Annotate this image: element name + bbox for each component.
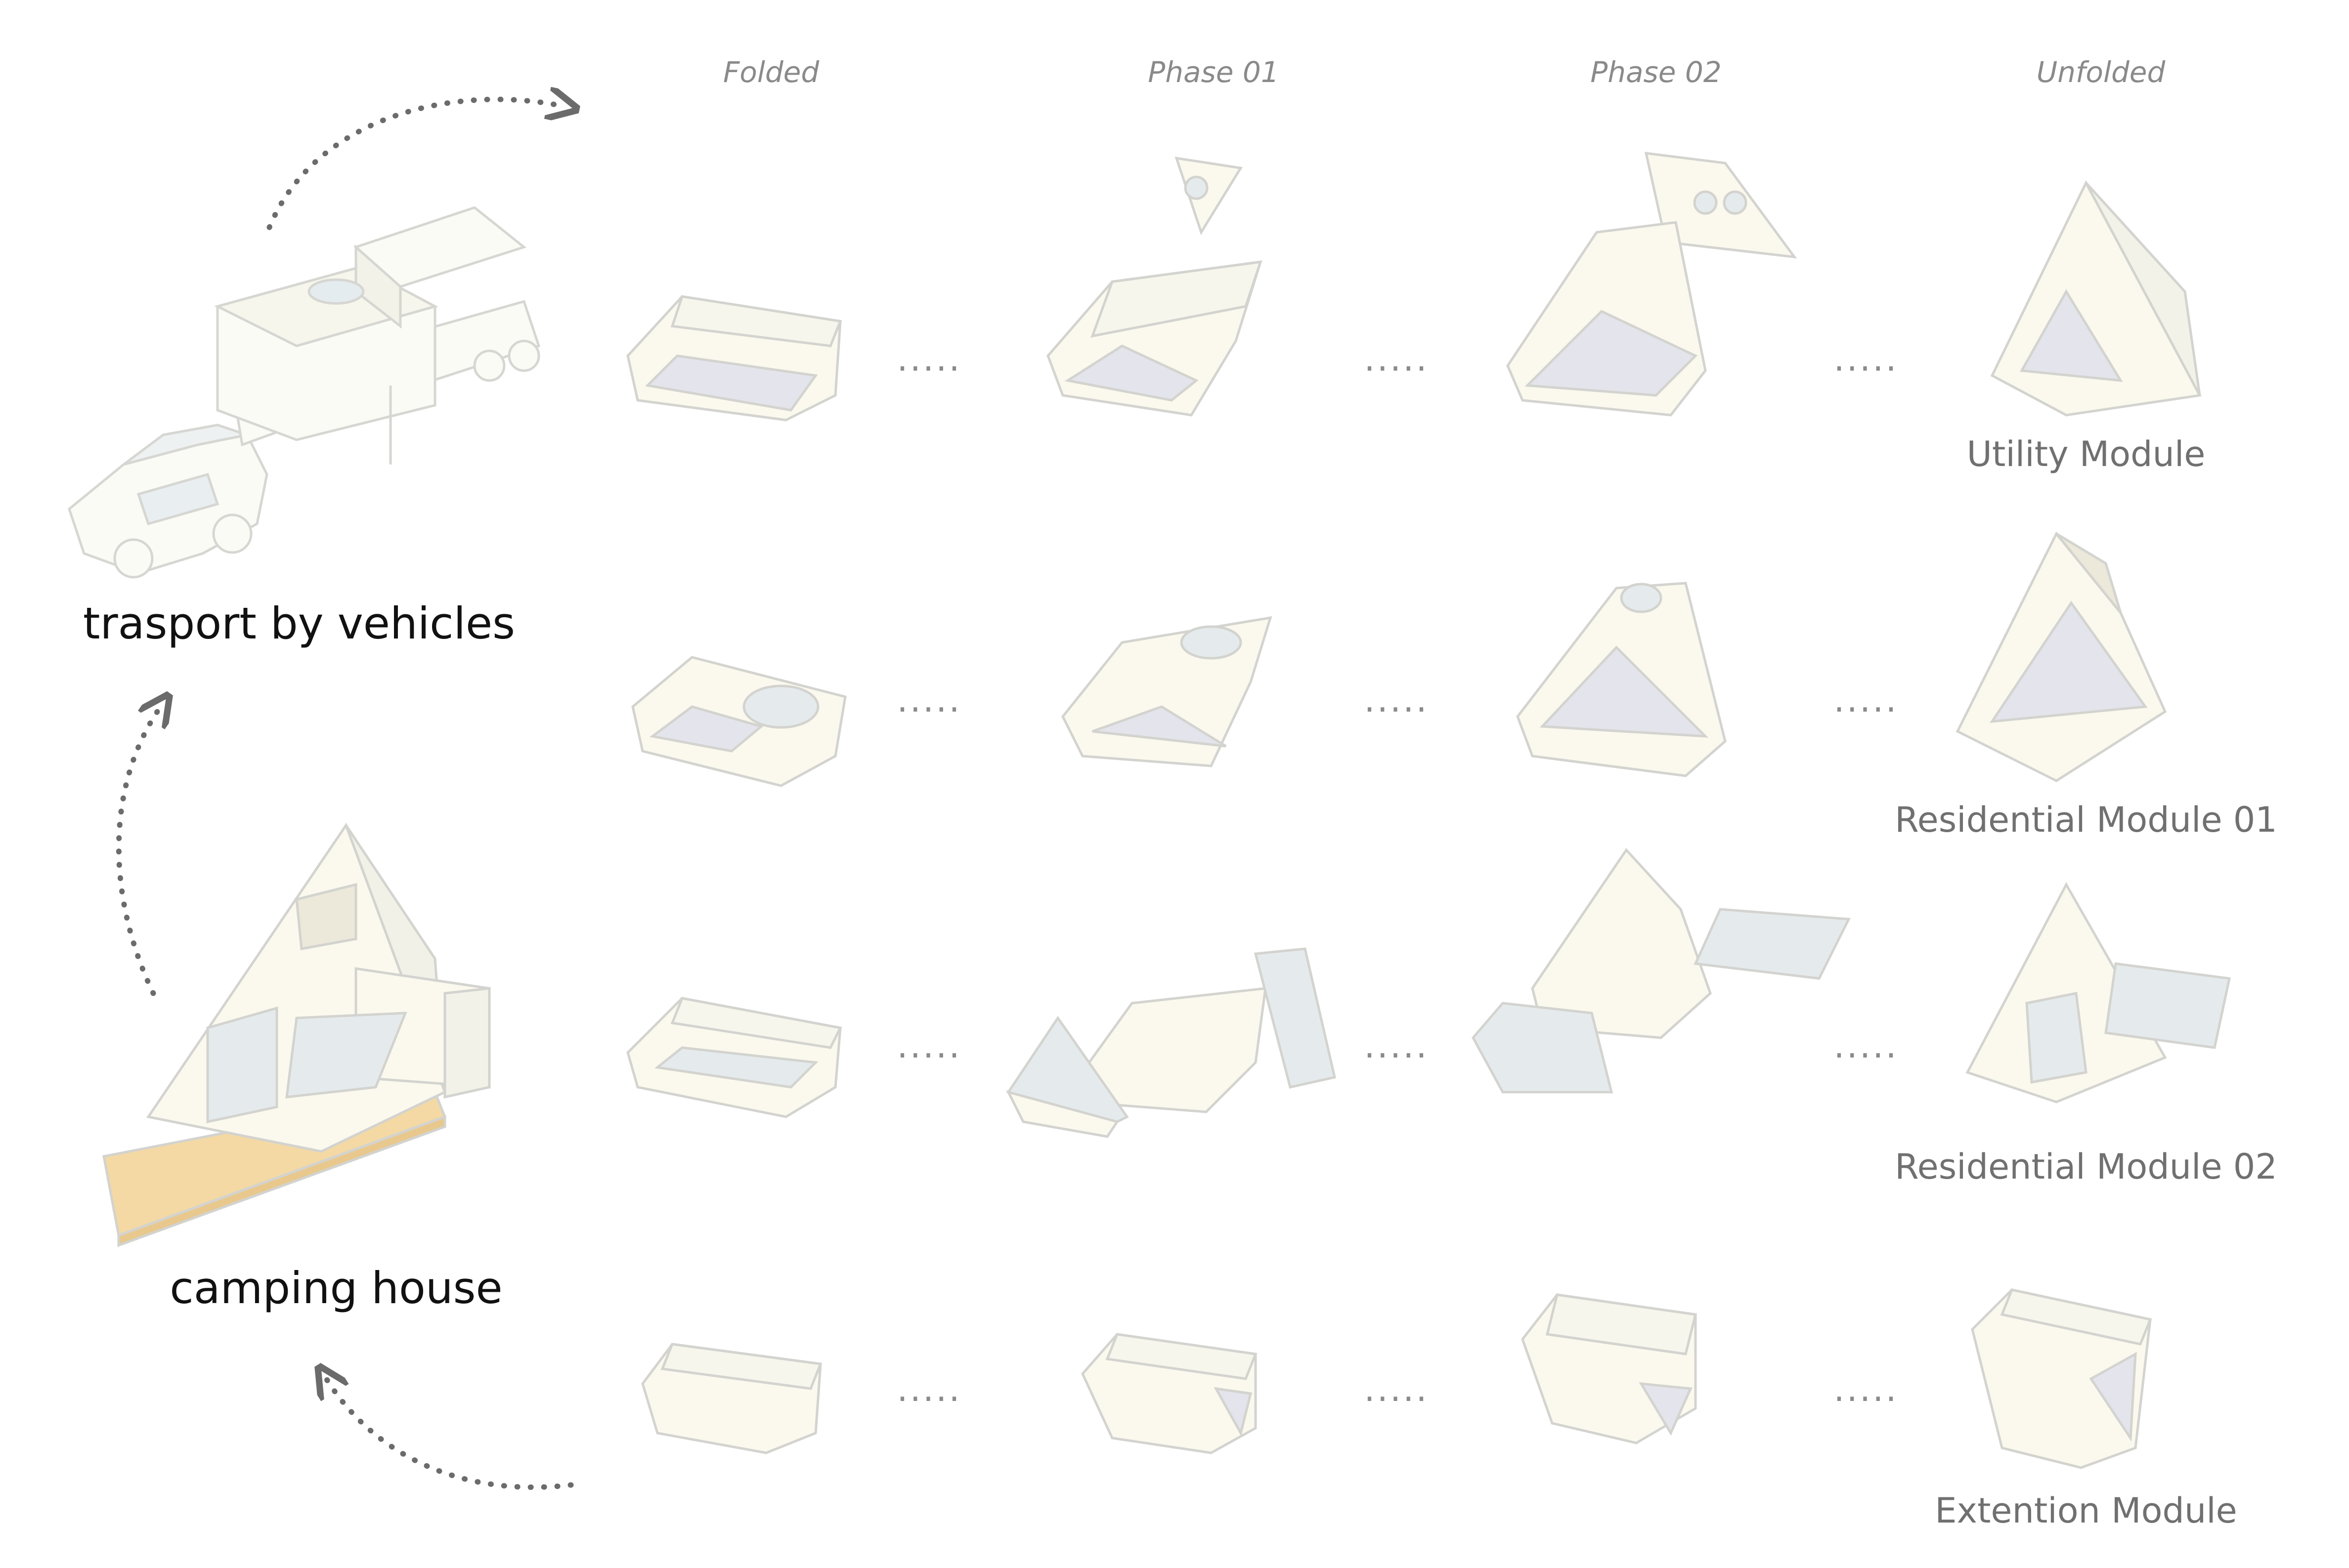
connector-r2-c2: ..... [1364, 679, 1429, 720]
camping-house-label: camping house [170, 1263, 503, 1314]
extension-folded [641, 1343, 823, 1454]
camping-house-illustration [102, 822, 491, 1247]
utility-unfolded [1990, 180, 2202, 417]
connector-r4-c2: ..... [1364, 1369, 1429, 1409]
utility-phase01 [1046, 156, 1262, 417]
utility-folded [626, 295, 842, 422]
extension-phase01 [1081, 1333, 1258, 1454]
arrow-to-camping [326, 1379, 574, 1490]
arrow-to-transport [116, 707, 161, 996]
connector-r1-c3: ..... [1833, 339, 1899, 379]
module-drawings [626, 152, 2231, 1469]
module-label-residential-01: Residential Module 01 [1895, 800, 2277, 840]
residential02-phase02 [1471, 848, 1851, 1094]
module-label-utility: Utility Module [1966, 434, 2206, 474]
connector-r2-c1: ..... [897, 679, 962, 720]
extension-phase02 [1521, 1293, 1697, 1444]
connector-r3-c3: ..... [1833, 1025, 1899, 1066]
phase-label-unfolded: Unfolded [2036, 55, 2166, 89]
transport-label: trasport by vehicles [83, 598, 515, 649]
vehicle-illustration [68, 206, 541, 579]
residential01-folded [631, 656, 847, 787]
connector-r1-c2: ..... [1364, 339, 1429, 379]
residential02-phase01 [1006, 947, 1337, 1138]
residential02-unfolded [1965, 882, 2231, 1103]
connector-r3-c1: ..... [897, 1025, 962, 1066]
phase-label-phase01: Phase 01 [1148, 55, 1279, 89]
connector-r3-c2: ..... [1364, 1025, 1429, 1066]
residential01-phase02 [1516, 582, 1727, 777]
connector-r4-c3: ..... [1833, 1369, 1899, 1409]
arrow-to-folded [266, 99, 564, 230]
module-label-extension: Extention Module [1935, 1490, 2237, 1531]
extension-unfolded [1971, 1288, 2152, 1469]
connector-r4-c1: ..... [897, 1369, 962, 1409]
phase-label-folded: Folded [723, 55, 820, 89]
utility-phase02 [1506, 152, 1797, 417]
connector-r2-c3: ..... [1833, 679, 1899, 720]
phase-label-phase02: Phase 02 [1590, 55, 1722, 89]
residential02-folded [626, 997, 842, 1118]
residential01-phase01 [1061, 616, 1272, 767]
module-label-residential-02: Residential Module 02 [1895, 1146, 2277, 1187]
connector-r1-c1: ..... [897, 339, 962, 379]
residential01-unfolded [1956, 531, 2167, 782]
